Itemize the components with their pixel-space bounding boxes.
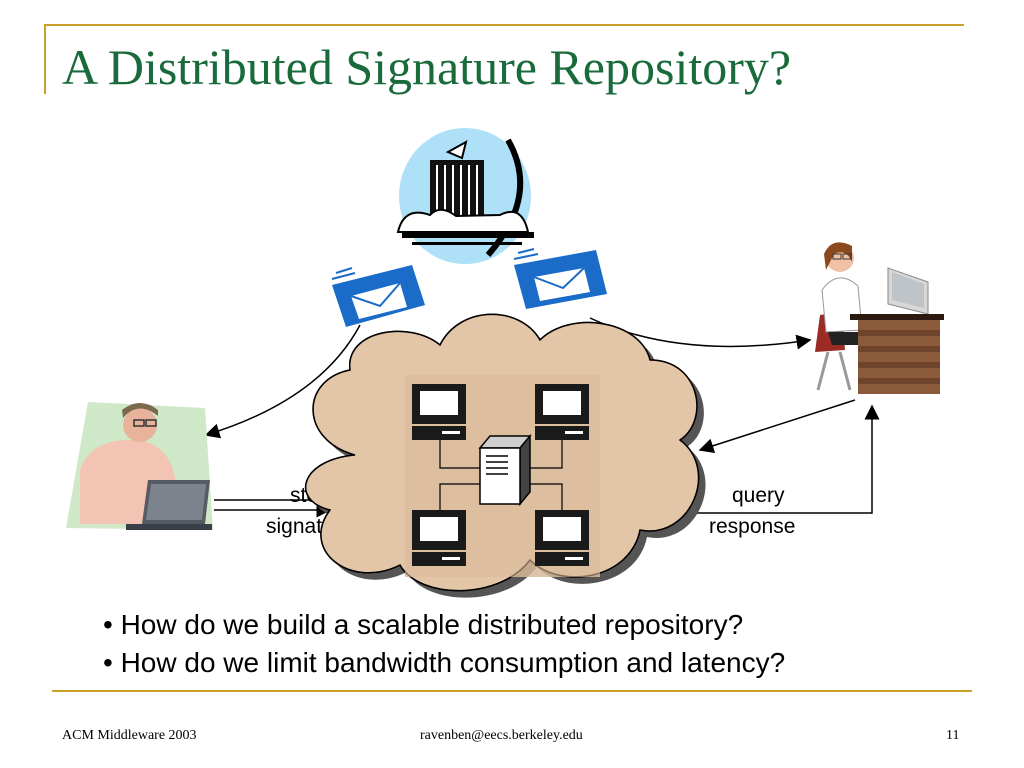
- arrow-query: [698, 399, 856, 453]
- query-label: query: [732, 484, 785, 507]
- server-tower-icon: [478, 433, 532, 507]
- bullet-list: • How do we build a scalable distributed…: [103, 606, 785, 682]
- server-building-icon: [396, 128, 534, 264]
- bullet-item: • How do we limit bandwidth consumption …: [103, 647, 786, 678]
- footer-email: ravenben@eecs.berkeley.edu: [420, 728, 583, 743]
- footer-conference: ACM Middleware 2003: [62, 728, 197, 743]
- title-rule-top: [44, 24, 964, 26]
- email-icon: [513, 248, 607, 309]
- computer-icon: [412, 384, 466, 440]
- response-label: response: [709, 515, 796, 538]
- store-label: store: [290, 484, 337, 507]
- slide-title: A Distributed Signature Repository?: [62, 39, 792, 95]
- user-at-desk-icon: [815, 242, 944, 394]
- diagram: [66, 128, 944, 598]
- footer-rule: [52, 690, 972, 692]
- user-at-laptop-icon: [66, 402, 213, 530]
- title-rule-left: [44, 24, 46, 94]
- arrow-response: [692, 404, 880, 514]
- bullet-item: • How do we build a scalable distributed…: [103, 609, 744, 640]
- page-number: 11: [946, 728, 960, 743]
- computer-icon: [535, 384, 589, 440]
- signature-label: signature: [266, 515, 353, 538]
- computer-icon: [535, 510, 589, 566]
- email-icon: [331, 265, 425, 327]
- computer-icon: [412, 510, 466, 566]
